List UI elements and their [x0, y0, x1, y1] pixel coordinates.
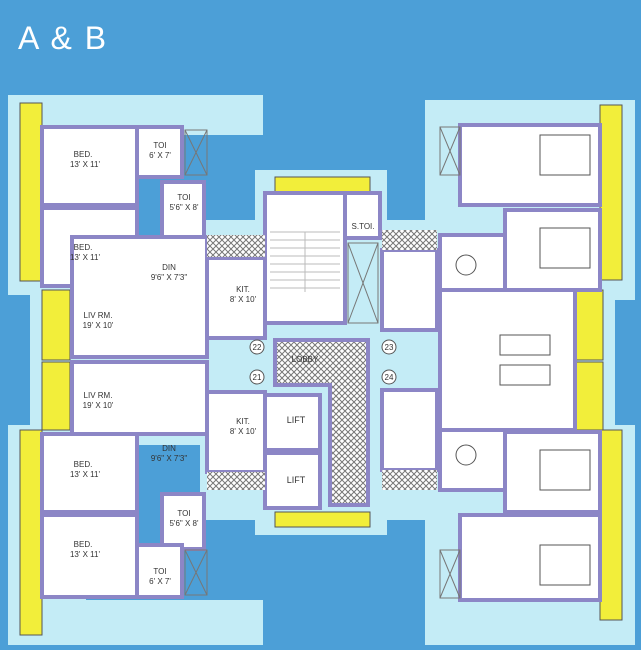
room-size: 13' X 11' — [70, 470, 101, 479]
flat-number-24: 24 — [385, 373, 394, 382]
room-size: 8' X 10' — [230, 427, 257, 436]
bed-icon — [539, 227, 591, 269]
flat-number-23: 23 — [385, 343, 394, 352]
room-name: BED. — [74, 540, 93, 549]
flat-number-22: 22 — [253, 343, 262, 352]
balcony — [19, 102, 43, 282]
servant-toilet-label: S.TOI. — [352, 222, 375, 231]
room-size: 13' X 11' — [70, 160, 101, 169]
room-size: 6' X 7' — [149, 151, 171, 160]
room-name: BED. — [74, 150, 93, 159]
room-size: 8' X 10' — [230, 295, 257, 304]
room-name: LIV RM. — [84, 391, 113, 400]
balcony — [274, 511, 371, 528]
lift-label: LIFT — [287, 475, 306, 485]
balcony — [599, 104, 623, 281]
bed-icon — [539, 449, 591, 491]
room-name: BED. — [74, 243, 93, 252]
balconies — [19, 102, 623, 636]
balcony — [574, 289, 604, 361]
room-size: 5'6" X 8' — [169, 203, 198, 212]
balcony — [19, 429, 43, 636]
shafts — [184, 126, 461, 599]
balcony — [41, 289, 71, 361]
sofa-icon — [499, 364, 551, 386]
plan-title: A & B — [18, 20, 109, 56]
room-name: LIV RM. — [84, 311, 113, 320]
room-size: 19' X 10' — [83, 321, 114, 330]
lift-label: LIFT — [287, 415, 306, 425]
room-size: 9'6" X 7'3" — [151, 273, 187, 282]
furniture — [455, 134, 591, 586]
sofa-icon — [499, 334, 551, 356]
balcony — [574, 361, 604, 431]
room-name: DIN — [162, 263, 176, 272]
room-name: KIT. — [236, 285, 250, 294]
flat-numbers — [249, 339, 397, 385]
balcony — [599, 429, 623, 621]
balcony — [274, 176, 371, 193]
room-size: 13' X 11' — [70, 550, 101, 559]
room-size: 9'6" X 7'3" — [151, 454, 187, 463]
room-size: 5'6" X 8' — [169, 519, 198, 528]
rooms — [40, 123, 602, 602]
lobby — [207, 230, 437, 507]
room-name: TOI — [153, 567, 166, 576]
room-name: DIN — [162, 444, 176, 453]
room-name: KIT. — [236, 417, 250, 426]
room-name: TOI — [177, 193, 190, 202]
room-name: TOI — [153, 141, 166, 150]
balcony — [41, 361, 71, 431]
room-name: BED. — [74, 460, 93, 469]
staircase — [270, 231, 340, 292]
room-size: 19' X 10' — [83, 401, 114, 410]
dining-table-icon — [455, 444, 477, 466]
bed-icon — [539, 134, 591, 176]
room-size: 6' X 7' — [149, 577, 171, 586]
lobby-label: LOBBY — [292, 355, 319, 364]
bed-icon — [539, 544, 591, 586]
dining-table-icon — [455, 254, 477, 276]
room-size: 13' X 11' — [70, 253, 101, 262]
flat-number-21: 21 — [253, 373, 262, 382]
room-name: TOI — [177, 509, 190, 518]
